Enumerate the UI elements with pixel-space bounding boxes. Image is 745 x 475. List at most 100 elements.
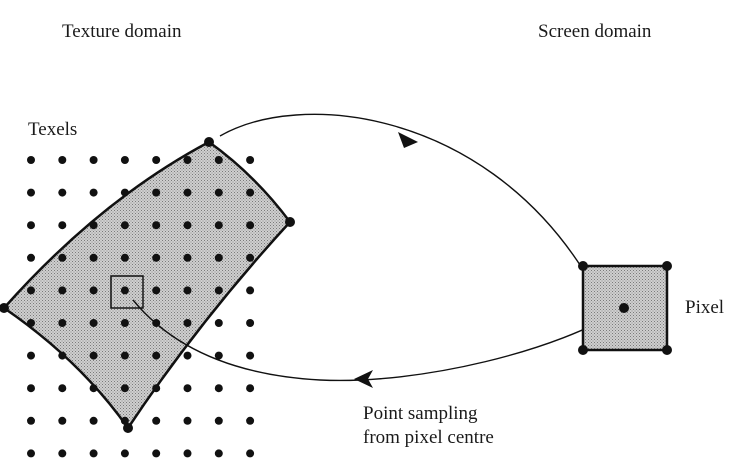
arrowhead-lower — [354, 370, 373, 388]
sampling-arrow-lower — [132, 299, 625, 382]
texel-dot — [246, 319, 255, 327]
texel-dot — [246, 188, 255, 197]
texel-dot — [183, 384, 192, 393]
footprint-corners — [0, 137, 295, 433]
texel-dot — [152, 449, 161, 458]
texel-dot — [58, 253, 67, 262]
texel-dot — [58, 286, 67, 295]
texel-dot — [120, 253, 129, 262]
texel-dot — [183, 319, 192, 327]
pixel-label: Pixel — [685, 297, 725, 318]
texel-dot — [120, 449, 129, 458]
texel-dot — [214, 221, 223, 230]
texel-dot — [120, 221, 129, 230]
texel-dot — [246, 416, 255, 425]
texel-dot — [58, 351, 67, 360]
texel-dot — [183, 416, 192, 425]
texture-domain-label: Texture domain — [62, 21, 182, 42]
texel-dot — [89, 416, 98, 425]
texel-dot — [89, 286, 98, 295]
texel-dot — [214, 319, 223, 327]
texel-dot — [152, 416, 161, 425]
texel-dot — [183, 156, 192, 164]
texel-dot — [27, 221, 35, 230]
texel-dot — [214, 384, 223, 393]
texels-label: Texels — [28, 119, 78, 140]
texel-dot — [246, 221, 255, 230]
texel-dot — [152, 253, 161, 262]
texel-dot — [152, 286, 161, 295]
sampling-label-line2: from pixel centre — [363, 427, 494, 448]
sampling-label-line1: Point sampling — [363, 403, 478, 424]
texel-dot — [27, 319, 35, 327]
texel-dot — [58, 188, 67, 197]
texel-dot — [152, 384, 161, 393]
texel-dot — [120, 416, 129, 425]
screen-domain-label: Screen domain — [538, 21, 652, 42]
texel-dot — [58, 449, 67, 458]
texel-dot — [214, 156, 223, 164]
texel-dot — [214, 188, 223, 197]
texel-dot — [89, 156, 98, 164]
texel-dot — [152, 351, 161, 360]
arrowhead-upper — [398, 132, 418, 148]
texel-dot — [27, 384, 35, 393]
pixel-corners — [578, 261, 672, 355]
texel-dot — [152, 221, 161, 230]
texel-grid — [27, 156, 255, 458]
texel-dot — [89, 319, 98, 327]
texel-dot — [246, 351, 255, 360]
texel-dot — [58, 416, 67, 425]
texel-dot — [246, 286, 255, 295]
corner-dot — [662, 345, 672, 355]
pixel-centre-dot — [619, 303, 629, 313]
texel-dot — [183, 449, 192, 458]
texel-dot — [183, 221, 192, 230]
texel-dot — [58, 221, 67, 230]
texel-dot — [214, 449, 223, 458]
texel-dot — [58, 319, 67, 327]
texel-dot — [89, 188, 98, 197]
texel-dot — [89, 449, 98, 458]
corner-dot — [578, 261, 588, 271]
texel-dot — [89, 253, 98, 262]
texel-dot — [120, 319, 129, 327]
texel-dot — [246, 449, 255, 458]
corner-dot — [204, 137, 214, 147]
sampled-texel-box — [110, 275, 144, 309]
texel-dot — [120, 188, 129, 197]
texel-dot — [27, 351, 35, 360]
texel-dot — [246, 156, 255, 164]
texel-dot — [183, 253, 192, 262]
texel-dot — [27, 449, 35, 458]
texel-dot — [27, 188, 35, 197]
corner-dot — [285, 217, 295, 227]
texel-dot — [214, 286, 223, 295]
texel-dot — [58, 384, 67, 393]
texel-dot — [89, 221, 98, 230]
texel-dot — [120, 384, 129, 393]
mapping-arrow-upper — [219, 113, 583, 269]
texel-dot — [58, 156, 67, 164]
texel-dot — [89, 351, 98, 360]
texel-dot — [27, 286, 35, 295]
texel-dot — [27, 156, 35, 164]
texel-dot — [246, 384, 255, 393]
pixel-footprint-quad — [2, 140, 292, 431]
texel-dot — [183, 351, 192, 360]
corner-dot — [578, 345, 588, 355]
texel-dot — [183, 286, 192, 295]
texel-dot — [120, 351, 129, 360]
texel-dot — [120, 286, 129, 295]
texel-dot — [89, 384, 98, 393]
texel-dot — [152, 188, 161, 197]
corner-dot — [123, 423, 133, 433]
texel-dot — [214, 351, 223, 360]
corner-dot — [662, 261, 672, 271]
texel-dot — [214, 253, 223, 262]
texel-dot — [214, 416, 223, 425]
corner-dot — [0, 303, 9, 313]
texel-dot — [246, 253, 255, 262]
